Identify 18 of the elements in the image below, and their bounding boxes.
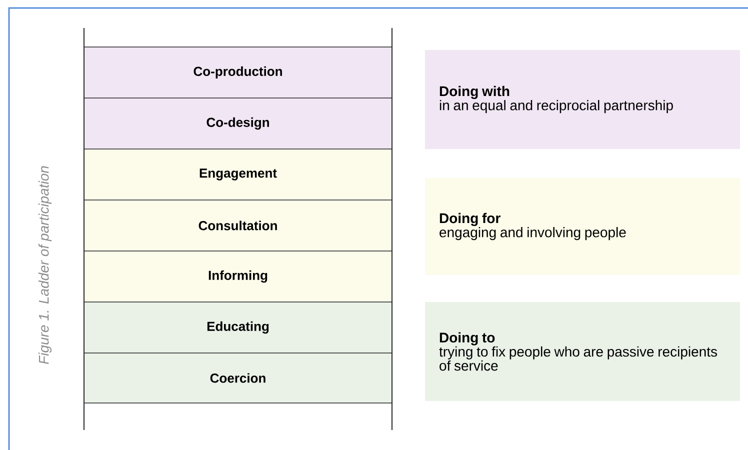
node-label: Educating <box>207 321 269 334</box>
category-box: Doing with in an equal and reciprocial partnership <box>425 50 740 149</box>
category-box: Doing for engaging and involving people <box>425 178 740 275</box>
rung-box: Co-design <box>84 98 392 149</box>
rung-box: Coercion <box>84 352 392 403</box>
caption: Figure 1. Ladder of participation <box>38 166 52 364</box>
node-label: Informing <box>208 270 268 283</box>
node-label: Coercion <box>210 373 266 383</box>
node-label: Co-production <box>194 66 282 79</box>
node-label: Co-design <box>206 117 269 130</box>
rung-box: Co-production <box>84 47 392 98</box>
rung-box: Consultation <box>84 200 392 251</box>
node-label: Engagement <box>200 168 277 180</box>
node-label: Consultation <box>198 220 277 230</box>
category-box: Doing to trying to fix people who are passive recipients of service <box>425 302 740 401</box>
rung-box: Educating <box>84 302 392 353</box>
rung-box: Engagement <box>84 149 392 200</box>
rung-box: Informing <box>84 251 392 302</box>
